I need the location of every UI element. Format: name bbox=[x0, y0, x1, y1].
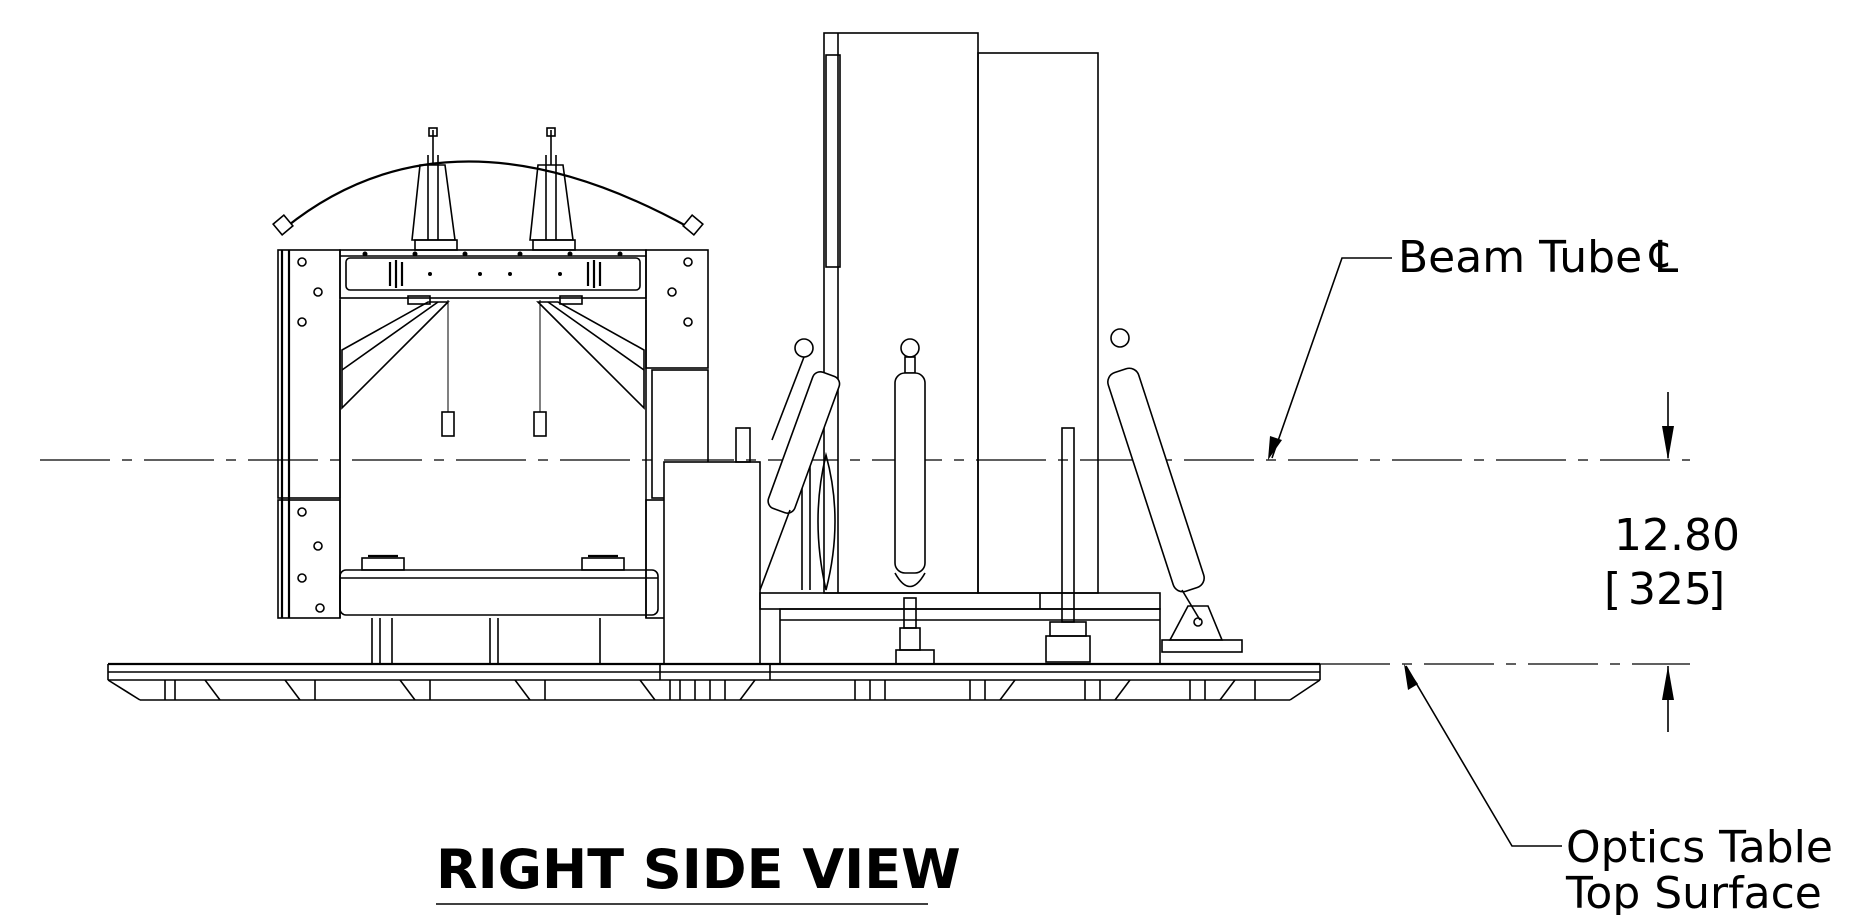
optics-table-leader bbox=[1404, 664, 1562, 847]
right-strut bbox=[1107, 328, 1243, 653]
optics-table-label-line1: Optics Table bbox=[1566, 822, 1833, 873]
dimension-arrows bbox=[1662, 392, 1674, 732]
center-cabinet bbox=[663, 32, 1161, 665]
optics-table-label-line2: Top Surface bbox=[1565, 868, 1822, 915]
middle-strut bbox=[894, 338, 935, 665]
optics-table bbox=[107, 662, 1321, 701]
centerline-symbol: ℄ bbox=[1649, 232, 1679, 283]
dimension-millimeters: 325 bbox=[1628, 564, 1712, 615]
view-title: RIGHT SIDE VIEW bbox=[436, 838, 961, 901]
beam-tube-label: Beam Tube bbox=[1398, 232, 1642, 283]
dimension-bracket-close: ] bbox=[1708, 564, 1725, 615]
dimension-inches: 12.80 bbox=[1614, 510, 1740, 561]
left-frame-assembly bbox=[272, 127, 709, 664]
beam-tube-leader bbox=[1268, 257, 1392, 460]
dimension-bracket-open: [ bbox=[1604, 564, 1621, 615]
left-strut bbox=[759, 338, 841, 591]
